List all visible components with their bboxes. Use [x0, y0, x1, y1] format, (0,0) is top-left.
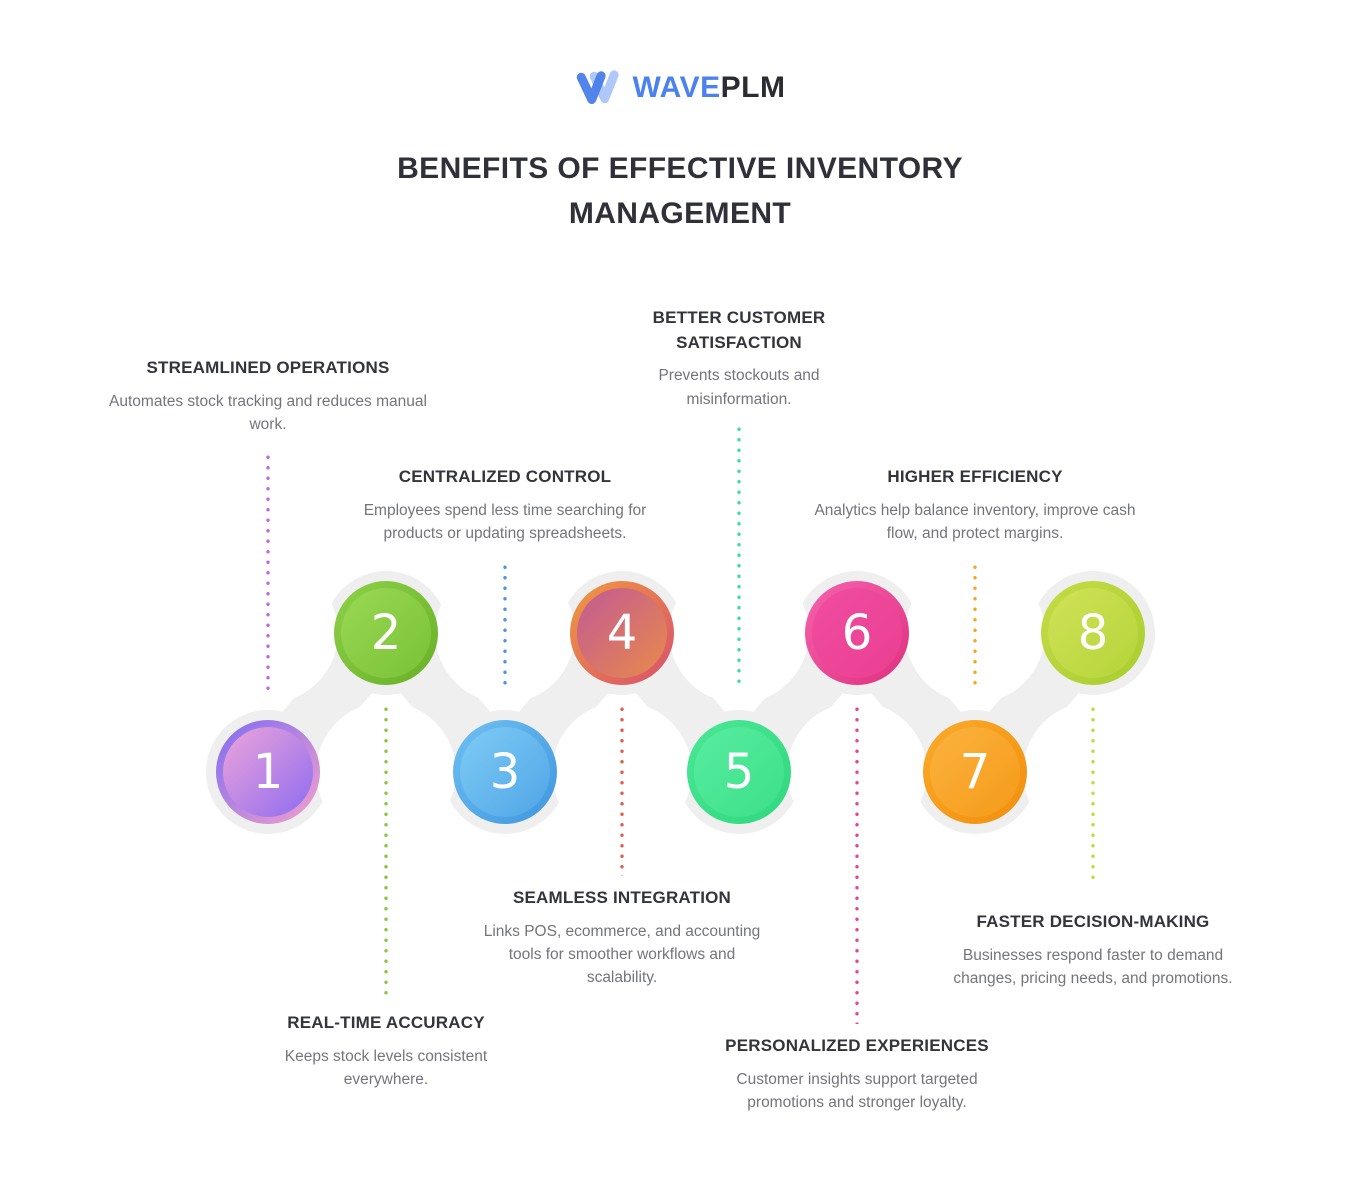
step-circle-7-inner	[930, 727, 1020, 817]
dotted-line-4	[620, 704, 624, 876]
benefit-title: SEAMLESS INTEGRATION	[512, 888, 732, 907]
benefit-title: PERSONALIZED EXPERIENCES	[725, 1036, 989, 1055]
benefit-seamless-integration: SEAMLESS INTEGRATION Links POS, ecommerc…	[472, 886, 772, 989]
dotted-line-5	[737, 424, 741, 690]
benefit-title: BETTER CUSTOMER SATISFACTION	[652, 308, 826, 352]
benefit-centralized-control: CENTRALIZED CONTROL Employees spend less…	[345, 465, 665, 545]
benefit-title: CENTRALIZED CONTROL	[398, 467, 612, 486]
step-circle-7: 7	[923, 720, 1027, 824]
dotted-line-7	[973, 562, 977, 690]
step-circle-2-inner	[341, 588, 431, 678]
benefit-description: Employees spend less time searching for …	[363, 501, 647, 542]
step-circle-8-inner	[1048, 588, 1138, 678]
benefit-description: Links POS, ecommerce, and accounting too…	[483, 922, 761, 987]
benefit-description: Analytics help balance inventory, improv…	[814, 501, 1136, 542]
benefit-description: Automates stock tracking and reduces man…	[109, 392, 427, 433]
step-circle-8: 8	[1041, 581, 1145, 685]
benefit-higher-efficiency: HIGHER EFFICIENCY Analytics help balance…	[810, 465, 1140, 545]
benefit-faster-decision-making: FASTER DECISION-MAKING Businesses respon…	[948, 910, 1238, 990]
step-number-1: 1	[252, 744, 284, 800]
benefit-title: FASTER DECISION-MAKING	[976, 912, 1210, 931]
step-circle-6: 6	[805, 581, 909, 685]
step-circle-1: 1	[216, 720, 320, 824]
step-number-3: 3	[489, 744, 521, 800]
step-number-8: 8	[1077, 605, 1109, 661]
benefit-personalized-experiences: PERSONALIZED EXPERIENCES Customer insigh…	[702, 1034, 1012, 1114]
benefit-title: REAL-TIME ACCURACY	[287, 1013, 485, 1032]
step-circle-4: 4	[570, 581, 674, 685]
step-number-2: 2	[370, 605, 402, 661]
logo-wordmark: WAVEPLM	[633, 71, 786, 105]
step-circle-2: 2	[334, 581, 438, 685]
step-number-4: 4	[606, 605, 638, 661]
step-number-5: 5	[723, 744, 755, 800]
logo: WAVEPLM	[0, 68, 1360, 108]
dotted-line-1	[266, 452, 270, 690]
step-circle-5-inner	[694, 727, 784, 817]
dotted-line-3	[503, 562, 507, 688]
dotted-line-8	[1091, 704, 1095, 886]
logo-plm-text: PLM	[720, 71, 786, 104]
page-title: BENEFITS OF EFFECTIVE INVENTORY MANAGEME…	[397, 152, 963, 230]
step-circle-3-inner	[460, 727, 550, 817]
benefit-streamlined-operations: STREAMLINED OPERATIONS Automates stock t…	[108, 356, 428, 436]
step-circle-1-inner	[223, 727, 313, 817]
benefit-description: Prevents stockouts and misinformation.	[658, 367, 820, 408]
step-number-6: 6	[841, 605, 873, 661]
benefit-description: Businesses respond faster to demand chan…	[953, 946, 1233, 987]
benefit-better-customer-satisfaction: BETTER CUSTOMER SATISFACTION Prevents st…	[619, 306, 859, 411]
benefit-title: STREAMLINED OPERATIONS	[146, 358, 390, 377]
step-circle-5: 5	[687, 720, 791, 824]
dotted-line-6	[855, 704, 859, 1024]
step-circle-4-inner	[577, 588, 667, 678]
step-number-7: 7	[959, 744, 991, 800]
dotted-line-2	[384, 704, 388, 1000]
step-circle-6-inner	[812, 588, 902, 678]
benefit-title: HIGHER EFFICIENCY	[887, 467, 1063, 486]
benefit-description: Customer insights support targeted promo…	[736, 1070, 978, 1111]
step-circle-3: 3	[453, 720, 557, 824]
logo-wave-text: WAVE	[632, 71, 721, 104]
wave-w-icon	[576, 70, 619, 105]
benefit-real-time-accuracy: REAL-TIME ACCURACY Keeps stock levels co…	[261, 1011, 511, 1091]
benefit-description: Keeps stock levels consistent everywhere…	[284, 1047, 488, 1088]
